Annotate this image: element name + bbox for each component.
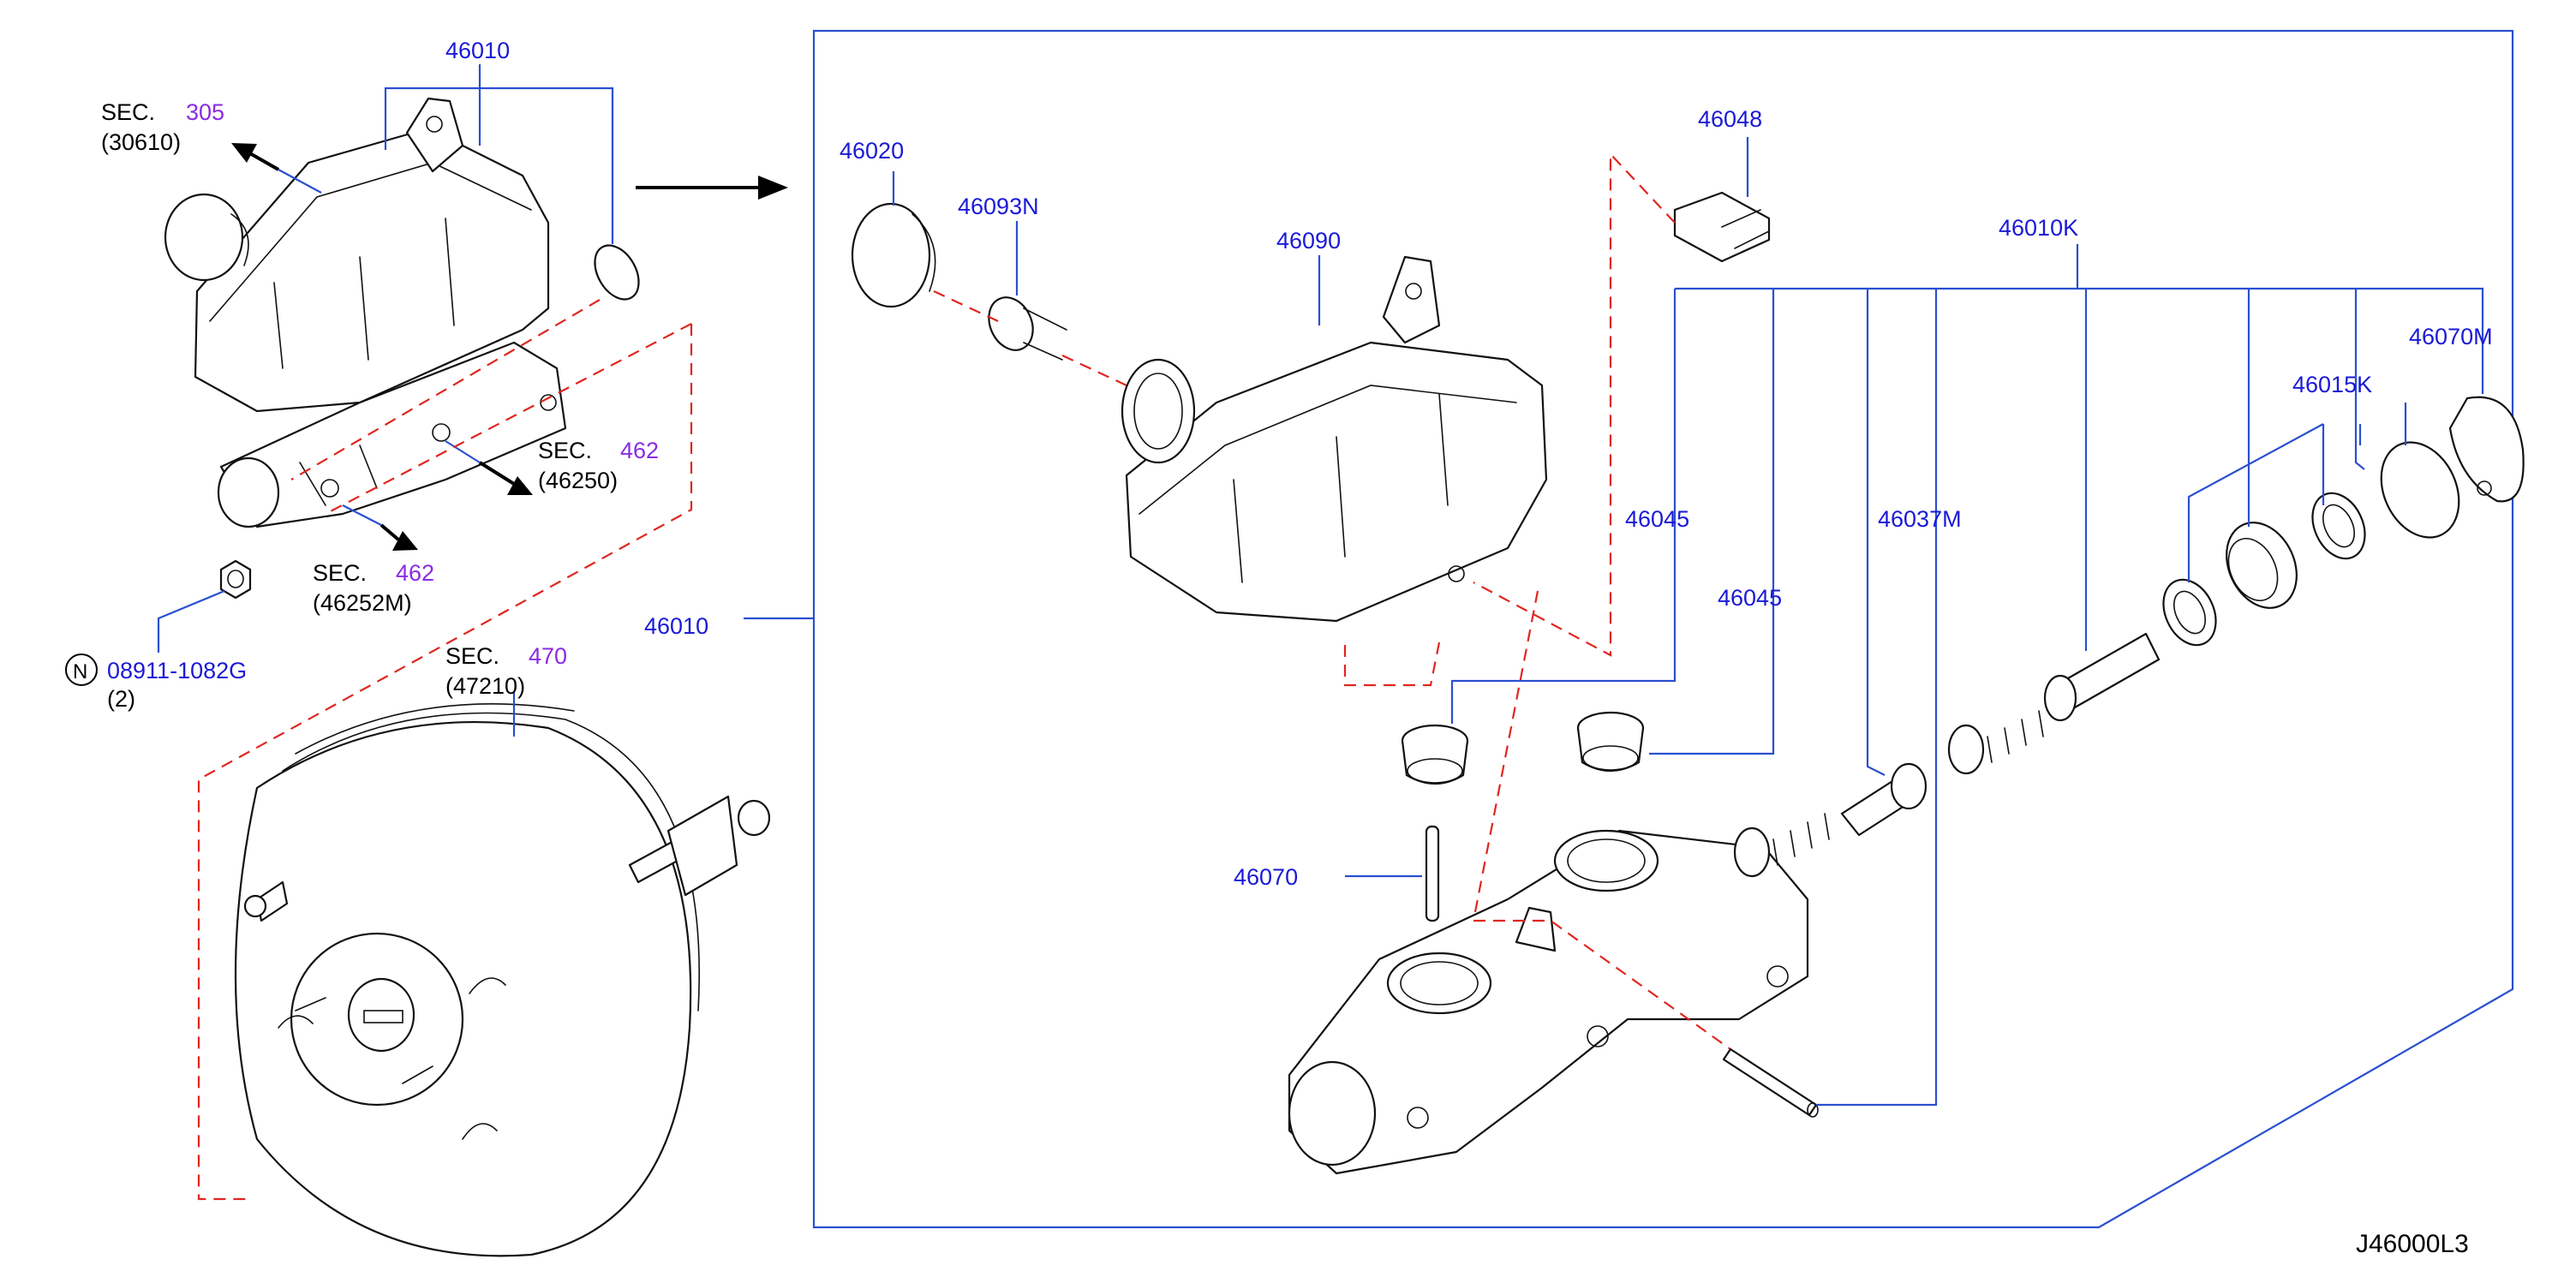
label-strainer: 46093N xyxy=(958,194,1039,219)
seal-cup xyxy=(2226,522,2298,609)
level-sensor xyxy=(1673,137,1771,263)
seal-1 xyxy=(2162,578,2217,647)
exploded-frame xyxy=(812,29,2514,1229)
label-grommet-upper: 46045 xyxy=(1625,506,1689,532)
label-kit: 46010K xyxy=(1999,215,2078,241)
sec470-ref: (47210) xyxy=(445,673,525,699)
brake-booster xyxy=(234,692,771,1257)
label-nut-qty: (2) xyxy=(107,686,135,712)
pin xyxy=(1345,825,1440,922)
seal-disc xyxy=(2380,441,2460,539)
reservoir-cap xyxy=(851,171,936,308)
grommet-dashed xyxy=(1343,590,1539,922)
drawing-id: J46000L3 xyxy=(2356,1230,2469,1258)
kit-bracket xyxy=(1450,287,2484,1107)
sec-arrows xyxy=(231,143,533,551)
exploded-arrow xyxy=(636,176,788,200)
cylinder-body xyxy=(1288,829,1809,1175)
grommet-2 xyxy=(1576,711,1645,772)
secondary-piston xyxy=(1733,762,1928,878)
o-ring xyxy=(594,244,640,301)
label-grommet-lower: 46045 xyxy=(1718,585,1782,611)
label-cap: 46020 xyxy=(840,138,904,164)
top-46010-bracket xyxy=(384,87,614,244)
seal-2 xyxy=(2311,492,2366,560)
label-sensor: 46048 xyxy=(1698,106,1762,132)
label-piston: 46037M xyxy=(1878,506,1962,532)
nut-symbol: N xyxy=(73,660,87,683)
nut-symbol-circle xyxy=(65,653,98,686)
rod xyxy=(1722,1047,1819,1118)
nut xyxy=(157,559,252,653)
sec305-prefix: SEC. xyxy=(101,99,155,125)
sec470-prefix: SEC. xyxy=(445,643,499,669)
label-reservoir: 46090 xyxy=(1276,228,1341,254)
sensor-dashed xyxy=(1473,152,1676,657)
master-cylinder-assembly xyxy=(164,97,640,528)
label-side-46010: 46010 xyxy=(644,613,708,639)
strainer xyxy=(988,221,1067,361)
sec462b-number: 462 xyxy=(396,560,434,586)
right-dashed-cap xyxy=(933,290,1127,386)
sec470-number: 470 xyxy=(529,643,567,669)
label-pin: 46070 xyxy=(1234,864,1298,890)
sec305-number: 305 xyxy=(186,99,224,125)
left-dashed-3 xyxy=(325,323,692,515)
label-ring: 46070M xyxy=(2409,324,2493,349)
sec462a-prefix: SEC. xyxy=(538,438,592,463)
sec462b-ref: (46252M) xyxy=(313,590,412,616)
left-dashed-2 xyxy=(197,324,693,1201)
label-seal-kit: 46015K xyxy=(2292,372,2372,397)
sec462a-ref: (46250) xyxy=(538,468,618,493)
left-dashed-1 xyxy=(290,299,601,480)
primary-piston xyxy=(1947,632,2161,775)
sec462a-number: 462 xyxy=(620,438,659,463)
label-nut-part: 08911-1082G xyxy=(107,658,247,683)
label-top-46010: 46010 xyxy=(445,38,510,63)
body-dashed xyxy=(1473,919,1731,1050)
reservoir xyxy=(1121,255,1548,623)
sec305-ref: (30610) xyxy=(101,129,181,155)
snap-ring xyxy=(2448,396,2525,503)
grommet-1 xyxy=(1401,724,1469,785)
sec462b-prefix: SEC. xyxy=(313,560,367,586)
